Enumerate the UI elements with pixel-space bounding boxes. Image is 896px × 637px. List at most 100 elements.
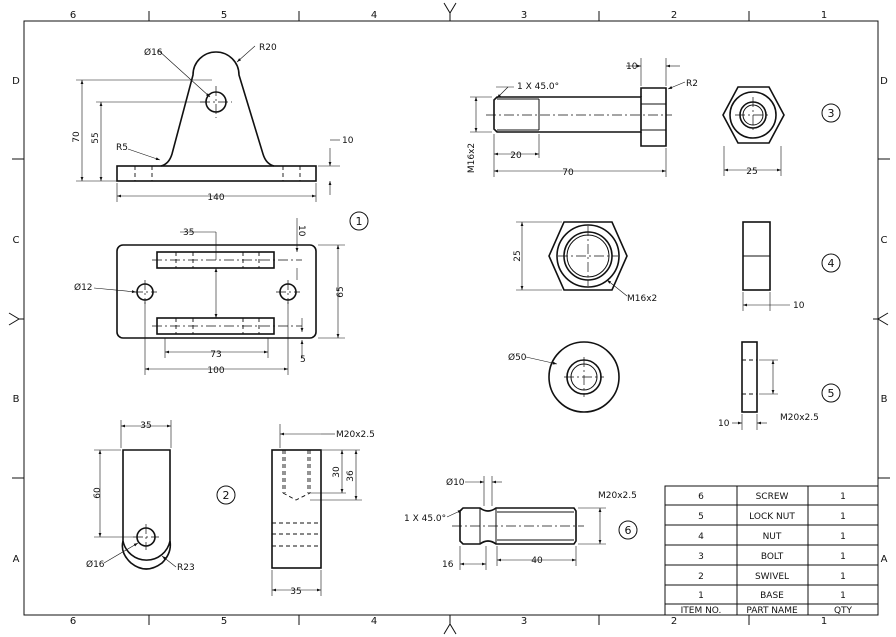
dim-edge-offset: 5 bbox=[300, 355, 306, 365]
bom-row: 2 SWIVEL 1 bbox=[698, 572, 846, 582]
dim-swivel-radius: R23 bbox=[177, 563, 195, 573]
balloon-6: 6 bbox=[625, 524, 632, 537]
dim-lock-nut-thickness: 10 bbox=[718, 419, 730, 429]
col-label-top: 2 bbox=[671, 10, 677, 21]
bom-row: 3 BOLT 1 bbox=[698, 552, 846, 562]
balloon-5: 5 bbox=[828, 387, 835, 400]
item-balloons: 1 2 3 4 5 6 bbox=[216, 103, 841, 540]
dim-swivel-width: 35 bbox=[140, 421, 151, 431]
col-label-top: 1 bbox=[821, 10, 827, 21]
balloon-3: 3 bbox=[828, 107, 835, 120]
balloon-2: 2 bbox=[223, 489, 230, 502]
bom-qty: 1 bbox=[840, 492, 846, 502]
sheet-frame bbox=[8, 2, 890, 635]
dim-screw-head-length: 16 bbox=[442, 560, 454, 570]
dim-swivel-height: 60 bbox=[93, 487, 103, 499]
dim-slot-pitch: 35 bbox=[183, 228, 194, 238]
dim-plan-width: 65 bbox=[336, 286, 346, 297]
bolt-view: 1 X 45.0° 10 R2 M16x2 20 70 bbox=[467, 58, 698, 178]
bom-item: 5 bbox=[698, 512, 704, 522]
balloon-4: 4 bbox=[828, 257, 835, 270]
bom-qty: 1 bbox=[840, 552, 846, 562]
row-label-left: B bbox=[13, 394, 20, 405]
dim-slot-width: 10 bbox=[296, 225, 306, 237]
bom-item: 2 bbox=[698, 572, 704, 582]
bom-row: 4 NUT 1 bbox=[698, 532, 846, 542]
nut-side-view: 10 bbox=[742, 221, 805, 311]
bom-part: NUT bbox=[763, 532, 782, 542]
bom-part: SWIVEL bbox=[755, 572, 789, 582]
col-label-bottom: 5 bbox=[221, 616, 227, 627]
dim-screw-thread: M20x2.5 bbox=[598, 491, 637, 501]
col-label-bottom: 2 bbox=[671, 616, 677, 627]
dim-bolt-length: 70 bbox=[562, 168, 574, 178]
col-label-bottom: 3 bbox=[521, 616, 527, 627]
row-label-left: C bbox=[13, 235, 20, 246]
base-plan-view: 35 10 Ø12 65 73 100 5 bbox=[74, 218, 346, 376]
row-label-right: B bbox=[881, 394, 888, 405]
bom-item: 4 bbox=[698, 532, 704, 542]
lock-nut-front-view: Ø50 bbox=[508, 341, 620, 413]
base-front-view: Ø16 R20 R5 70 55 10 140 bbox=[72, 43, 354, 203]
col-label-top: 6 bbox=[70, 10, 76, 21]
bom-item: 1 bbox=[698, 591, 704, 601]
dim-screw-neck: Ø10 bbox=[446, 477, 465, 488]
row-label-left: D bbox=[12, 76, 20, 87]
bom-item: 6 bbox=[698, 492, 704, 502]
dim-slot-length: 73 bbox=[210, 350, 221, 360]
bom-part: LOCK NUT bbox=[749, 512, 795, 522]
balloon-1: 1 bbox=[356, 215, 363, 228]
col-label-bottom: 1 bbox=[821, 616, 827, 627]
dim-base-length: 140 bbox=[207, 193, 224, 203]
lock-nut-side-view: 10 M20x2.5 bbox=[718, 341, 819, 430]
bom-row: 1 BASE 1 bbox=[698, 591, 846, 601]
bom-header-part: PART NAME bbox=[746, 606, 798, 616]
col-label-top: 4 bbox=[371, 10, 377, 21]
swivel-front-view: 35 60 Ø16 R23 bbox=[86, 420, 195, 573]
col-label-top: 3 bbox=[521, 10, 527, 21]
swivel-side-view: M20x2.5 30 36 35 bbox=[271, 424, 375, 597]
dim-nut-height: 25 bbox=[513, 250, 523, 261]
bom-part: BASE bbox=[760, 591, 784, 601]
bom-header-item: ITEM NO. bbox=[681, 606, 722, 616]
dim-bolt-fillet: R2 bbox=[686, 79, 698, 89]
dim-bolt-chamfer: 1 X 45.0° bbox=[517, 82, 559, 92]
dim-base-top-radius: R20 bbox=[259, 43, 277, 53]
dim-bolt-head-height: 10 bbox=[626, 62, 638, 72]
row-label-right: D bbox=[880, 76, 888, 87]
dim-swivel-hole: Ø16 bbox=[86, 559, 105, 570]
dim-base-height: 70 bbox=[72, 131, 82, 143]
dim-screw-chamfer: 1 X 45.0° bbox=[404, 514, 446, 524]
bom-qty: 1 bbox=[840, 512, 846, 522]
dim-lock-nut-thread: M20x2.5 bbox=[780, 413, 819, 423]
dim-hole-pitch: 100 bbox=[207, 366, 224, 376]
dim-bolt-thread-length: 20 bbox=[510, 151, 522, 161]
dim-base-hole-dia: Ø16 bbox=[144, 47, 163, 58]
col-label-bottom: 4 bbox=[371, 616, 377, 627]
row-label-left: A bbox=[13, 554, 20, 565]
bom-qty: 1 bbox=[840, 532, 846, 542]
nut-front-view: 25 M16x2 bbox=[513, 221, 657, 304]
dim-bore-depth: 36 bbox=[346, 470, 356, 482]
col-label-top: 5 bbox=[221, 10, 227, 21]
bom-table: 6 SCREW 1 5 LOCK NUT 1 4 NUT 1 3 BOLT 1 … bbox=[664, 485, 879, 616]
screw-view: Ø10 1 X 45.0° 16 40 M20x2.5 bbox=[404, 476, 637, 570]
dim-lock-nut-dia: Ø50 bbox=[508, 352, 527, 363]
dim-hole-dia: Ø12 bbox=[74, 282, 93, 293]
dim-nut-thread: M16x2 bbox=[627, 294, 657, 304]
dim-screw-thread-length: 40 bbox=[531, 556, 543, 566]
dim-swivel-thread: M20x2.5 bbox=[336, 430, 375, 440]
dim-base-thickness: 10 bbox=[342, 136, 354, 146]
bom-part: SCREW bbox=[756, 492, 789, 502]
dim-nut-thickness: 10 bbox=[793, 301, 805, 311]
col-label-bottom: 6 bbox=[70, 616, 76, 627]
grid-labels: 6 5 4 3 2 1 6 5 4 3 2 1 D C B A D C B A bbox=[12, 10, 888, 627]
dim-thread-depth: 30 bbox=[332, 466, 342, 478]
bom-row: 6 SCREW 1 bbox=[698, 492, 846, 502]
row-label-right: A bbox=[881, 554, 888, 565]
bom-qty: 1 bbox=[840, 572, 846, 582]
dim-base-fillet: R5 bbox=[116, 143, 128, 153]
bom-header: ITEM NO. PART NAME QTY bbox=[681, 606, 853, 616]
dim-swivel-side-width: 35 bbox=[290, 587, 301, 597]
